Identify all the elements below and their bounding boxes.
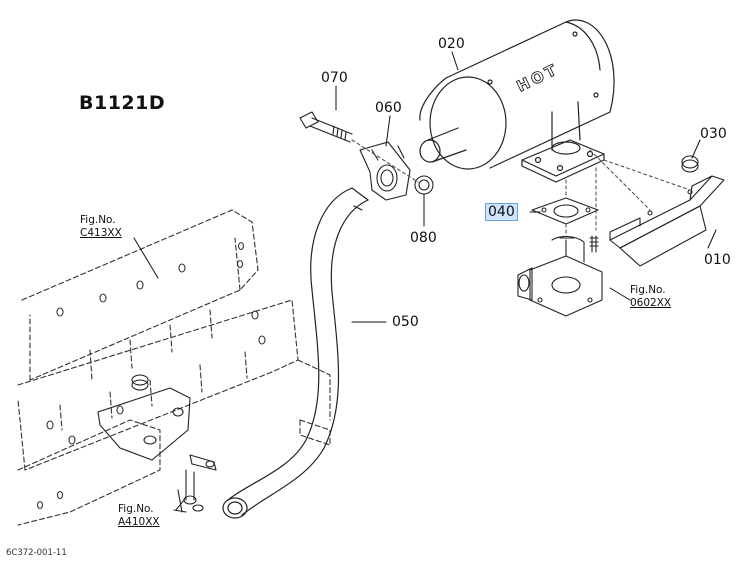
fig-ref-0602[interactable]: Fig.No. 0602XX — [630, 284, 671, 310]
hot-label: HOT — [514, 60, 562, 96]
nut-030 — [681, 155, 699, 173]
part-label-010[interactable]: 010 — [704, 252, 731, 268]
leader-lines — [133, 51, 717, 511]
frame-bracket-plate — [97, 374, 191, 461]
clamp-bracket-060 — [359, 141, 411, 201]
part-label-030[interactable]: 030 — [700, 126, 727, 142]
fig-ref-a410[interactable]: Fig.No. A410XX — [118, 503, 160, 529]
part-label-050[interactable]: 050 — [392, 314, 419, 330]
muffler-020 — [419, 19, 615, 183]
part-label-020[interactable]: 020 — [438, 36, 465, 52]
fig-ref-c413-number: C413XX — [80, 227, 122, 239]
part-label-060[interactable]: 060 — [375, 100, 402, 116]
frame-holes — [36, 241, 266, 510]
cover-dash-lines — [589, 149, 691, 211]
bolt-axis-dash — [351, 139, 419, 183]
fig-ref-a410-label: Fig.No. — [118, 503, 154, 515]
fig-ref-c413[interactable]: Fig.No. C413XX — [80, 214, 122, 240]
bolt-070 — [299, 111, 353, 143]
chassis-frame — [17, 209, 331, 526]
assembly-dash-lines — [565, 167, 597, 237]
heat-cover-010 — [609, 175, 725, 267]
exhaust-manifold — [517, 235, 603, 317]
drawing-code: 6C372-001-11 — [6, 548, 67, 558]
part-label-080[interactable]: 080 — [410, 230, 437, 246]
fig-ref-0602-label: Fig.No. — [630, 284, 666, 296]
exhaust-pipe-050 — [222, 187, 369, 519]
part-label-040[interactable]: 040 — [485, 203, 518, 221]
model-title: B1121D — [79, 92, 166, 114]
part-label-070[interactable]: 070 — [321, 70, 348, 86]
gasket-040 — [531, 197, 599, 225]
stud-bolt — [589, 235, 599, 253]
fig-ref-c413-label: Fig.No. — [80, 214, 116, 226]
fig-ref-a410-number: A410XX — [118, 516, 160, 528]
fig-ref-0602-number: 0602XX — [630, 297, 672, 309]
